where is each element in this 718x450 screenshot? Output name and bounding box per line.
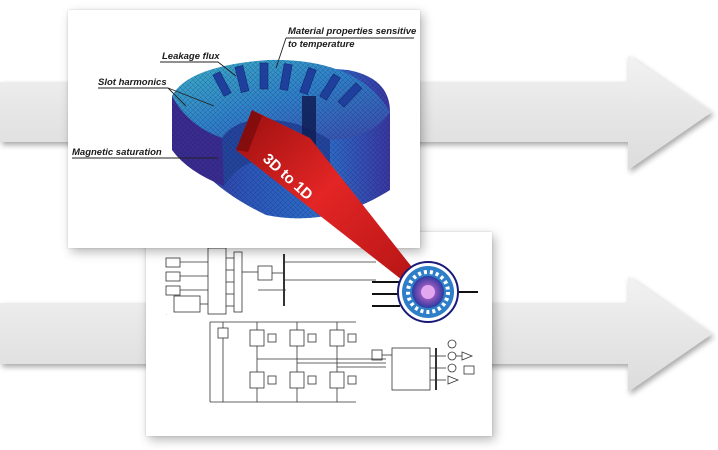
label-leakage-flux: Leakage flux <box>162 51 220 62</box>
circuit-schematic-panel: · <box>146 232 492 436</box>
label-material-properties-1: Material properties sensitive <box>288 26 417 37</box>
tiny-label: · <box>166 312 167 317</box>
label-slot-harmonics: Slot harmonics <box>98 77 167 88</box>
circuit-schematic: · <box>165 247 475 403</box>
label-material-properties-2: to temperature <box>288 39 355 50</box>
fem-mesh-panel: Material properties sensitive to tempera… <box>68 10 420 248</box>
stator-mesh-figure: Material properties sensitive to tempera… <box>72 26 417 219</box>
label-magnetic-saturation: Magnetic saturation <box>72 147 162 158</box>
stator-teeth <box>212 62 363 108</box>
